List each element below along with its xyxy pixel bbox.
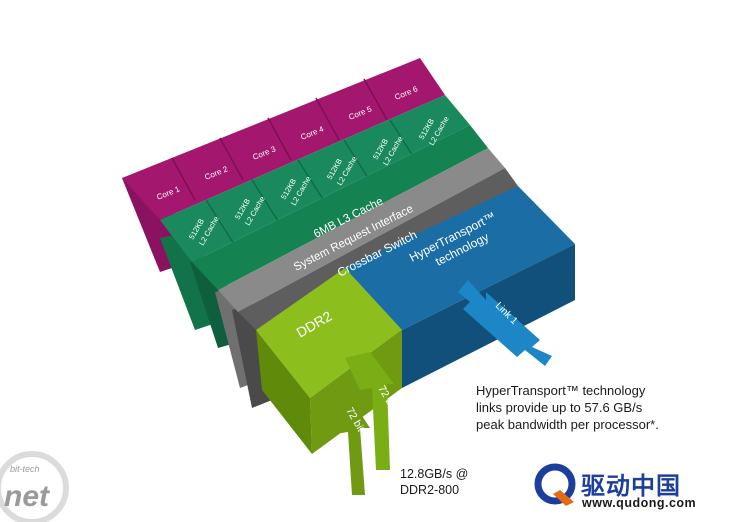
channel-arrow-1-shape: [345, 352, 394, 470]
sri-band: [218, 148, 505, 312]
channel-arrow-2: [320, 390, 370, 495]
core-separators: [171, 78, 388, 201]
bittech-logo-top: bit-tech: [10, 464, 40, 474]
crossbar-band: [238, 168, 518, 330]
memory-bandwidth-line2: DDR2-800: [400, 483, 460, 497]
qudong-logo-tail: [553, 490, 574, 506]
qudong-logo-mark: [534, 463, 576, 506]
ht-block-top: [345, 186, 575, 330]
qudong-brand-text: 驱动中国: [581, 472, 681, 500]
memory-bandwidth-note: 12.8GB/s @ DDR2-800: [400, 466, 468, 498]
core-row-top: [122, 58, 445, 220]
bittech-logo: bit-tech net: [0, 451, 69, 522]
link-arrow-shape: [458, 280, 552, 366]
hypertransport-note-line2: links provide up to 57.6 GB/s: [476, 400, 643, 415]
l2-separators: [205, 119, 419, 245]
hypertransport-note-line3: peak bandwidth per processor*.: [476, 417, 659, 432]
qudong-logo-circle: [534, 463, 576, 505]
ddr2-block-left: [256, 330, 312, 454]
l2-row-top: [160, 95, 470, 262]
memory-bandwidth-line1: 12.8GB/s @: [400, 467, 469, 481]
link-1-arrow: [458, 280, 552, 366]
bittech-logo-bottom: net: [4, 480, 51, 513]
channel-arrow-1: [345, 352, 394, 470]
ddr2-block-top: [256, 268, 402, 398]
channel-arrow-2-shape: [320, 390, 370, 495]
qudong-url-text: www.qudong.com: [582, 496, 697, 510]
hypertransport-note: HyperTransport™ technology links provide…: [476, 382, 659, 433]
hypertransport-note-line1: HyperTransport™ technology: [476, 383, 646, 398]
l3-band: [192, 125, 488, 290]
bittech-logo-ring: [0, 451, 69, 522]
